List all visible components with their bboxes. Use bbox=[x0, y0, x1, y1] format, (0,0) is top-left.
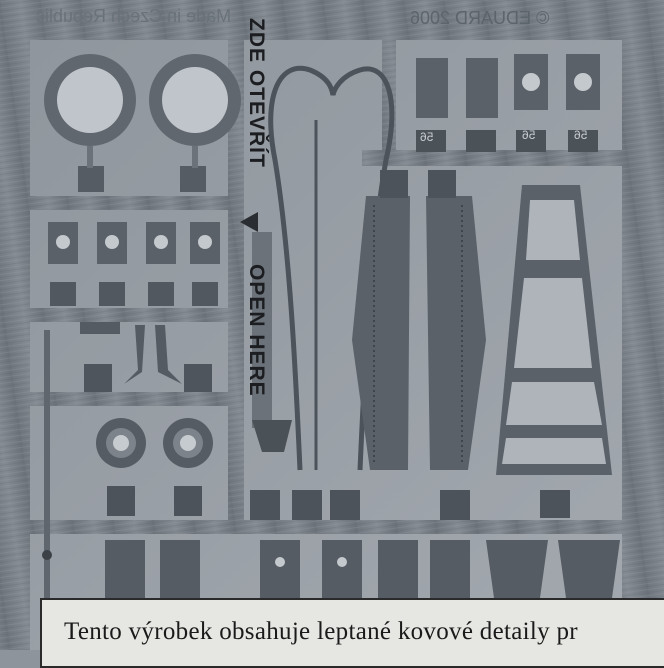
ladder-frame-part bbox=[496, 185, 612, 518]
open-here-arrow-icon bbox=[240, 212, 292, 452]
fret-copyright: © EDUARD 2006 bbox=[410, 8, 550, 28]
part-number: 56 bbox=[574, 128, 588, 142]
top-right-parts bbox=[416, 54, 600, 152]
fret-frame bbox=[0, 0, 664, 650]
part-number: 56 bbox=[420, 130, 434, 144]
instruction-text: Tento výrobek obsahuje leptané kovové de… bbox=[64, 618, 578, 645]
large-ring-parts bbox=[44, 54, 241, 192]
long-panel-parts bbox=[352, 170, 486, 470]
small-square-parts bbox=[48, 222, 220, 306]
label-open-here: OPEN HERE bbox=[245, 264, 268, 397]
photo-etched-fret bbox=[0, 0, 664, 650]
t-bracket-parts bbox=[80, 322, 212, 392]
thin-rod-part bbox=[42, 330, 52, 600]
bottom-row-parts bbox=[105, 490, 620, 600]
fret-origin: Made in Czech Republic bbox=[36, 6, 232, 26]
instruction-sheet: Tento výrobek obsahuje leptané kovové de… bbox=[40, 598, 664, 668]
label-zde-otevrit: ZDE OTEVŘÍT bbox=[245, 18, 268, 168]
part-number: 56 bbox=[522, 128, 536, 142]
bearing-ring-parts bbox=[96, 418, 213, 516]
